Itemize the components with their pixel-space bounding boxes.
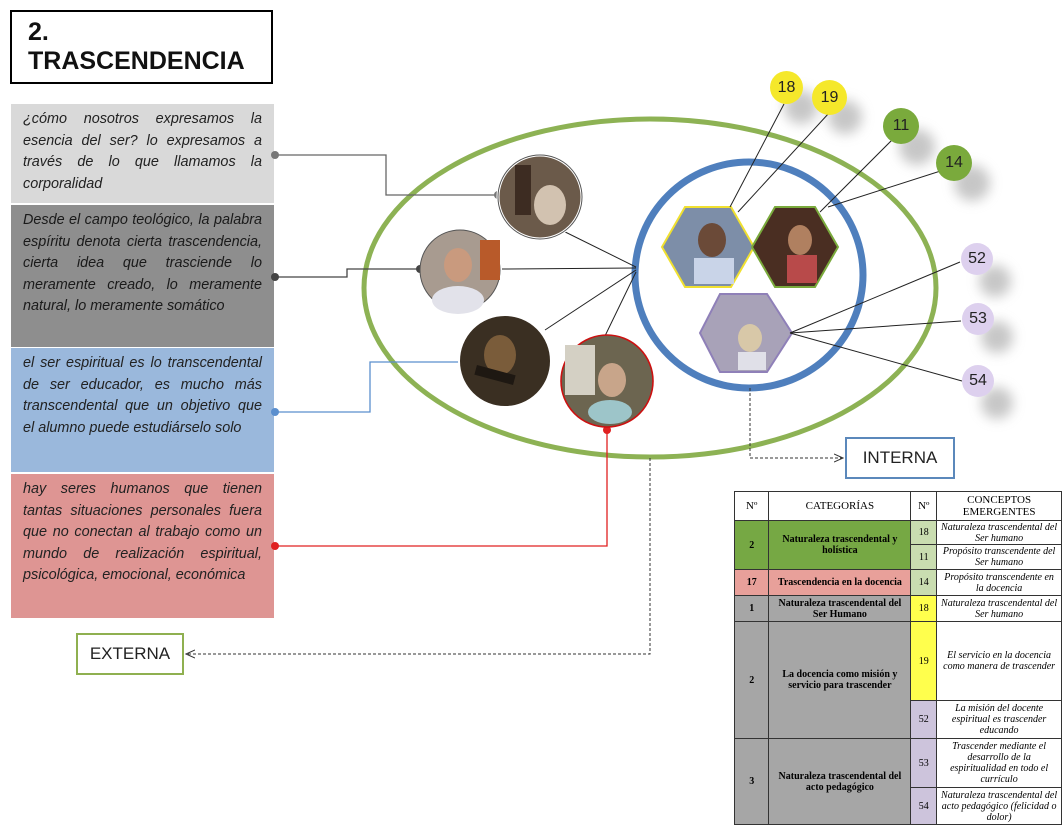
header-num-2: Nº xyxy=(910,491,938,521)
connector-quote-2 xyxy=(275,268,420,278)
quote-seres-humanos: hay seres humanos que tienen tantas situ… xyxy=(11,474,274,618)
quote-corporalidad: ¿cómo nosotros expresamos la esencia del… xyxy=(11,104,274,203)
table-row: 3 Naturaleza trascendental del acto peda… xyxy=(733,738,1062,825)
header-conceptos: CONCEPTOS EMERGENTES xyxy=(936,491,1062,521)
concept-text: Propósito transcendente en la docencia xyxy=(936,569,1062,596)
concept-number: 18 xyxy=(910,520,938,545)
concept-number: 53 xyxy=(910,738,938,788)
concept-number: 52 xyxy=(910,700,938,739)
outer-ellipse xyxy=(361,116,939,460)
header-categorias: CATEGORÍAS xyxy=(768,491,912,521)
concept-number: 18 xyxy=(910,595,938,622)
badge-lines xyxy=(729,103,963,382)
badge-53: 53 xyxy=(962,303,994,335)
category-name: Naturaleza trascendental del acto pedagó… xyxy=(768,738,912,825)
page-title: 2. TRASCENDENCIA xyxy=(10,10,273,84)
concept-number: 11 xyxy=(910,544,938,570)
table-header-row: Nº CATEGORÍAS Nº CONCEPTOS EMERGENTES xyxy=(733,491,1062,521)
concept-text: Naturaleza trascendental del acto pedagó… xyxy=(936,787,1062,825)
row-number: 1 xyxy=(733,595,770,622)
row-number: 17 xyxy=(733,569,770,596)
badge-11: 11 xyxy=(883,108,919,144)
connector-quote-3 xyxy=(275,361,463,413)
row-number: 3 xyxy=(733,738,770,825)
concept-text: Naturaleza trascendental del Ser humano xyxy=(936,595,1062,622)
header-num: Nº xyxy=(733,491,770,521)
categories-table: Nº CATEGORÍAS Nº CONCEPTOS EMERGENTES 2 … xyxy=(733,491,1062,825)
table-row: 11 Propósito transcendente del Ser human… xyxy=(735,544,1062,570)
dashed-arrows xyxy=(186,388,843,654)
quote-ser-espiritual: el ser espiritual es lo transcendental d… xyxy=(11,348,274,472)
category-name: Trascendencia en la docencia xyxy=(768,569,912,596)
category-name: La docencia como misión y servicio para … xyxy=(768,621,912,739)
externa-label: EXTERNA xyxy=(76,633,184,675)
badge-52: 52 xyxy=(961,243,993,275)
concept-number: 19 xyxy=(910,621,938,701)
connector-quote-1 xyxy=(275,154,498,196)
concept-text: Propósito transcendente del Ser humano xyxy=(936,544,1062,570)
table-row: 17 Trascendencia en la docencia 14 Propó… xyxy=(733,569,1062,596)
concept-number: 54 xyxy=(910,787,938,825)
category-name: Naturaleza trascendental y holística xyxy=(768,520,912,570)
table-row: 52 La misión del docente espiritual es t… xyxy=(735,700,1062,739)
interna-label: INTERNA xyxy=(845,437,955,479)
concept-text: El servicio en la docencia como manera d… xyxy=(936,621,1062,701)
arrow-to-externa xyxy=(186,458,651,654)
table-row: 54 Naturaleza trascendental del acto ped… xyxy=(735,787,1062,825)
category-name: Naturaleza trascendental del Ser Humano xyxy=(768,595,912,622)
row-number: 2 xyxy=(733,520,770,570)
table-row: 2 La docencia como misión y servicio par… xyxy=(733,621,1062,739)
badge-54: 54 xyxy=(962,365,994,397)
photo-circles xyxy=(419,153,654,428)
concept-text: La misión del docente espiritual es tras… xyxy=(936,700,1062,739)
arrow-to-interna xyxy=(749,388,843,458)
concept-text: Naturaleza trascendental del Ser humano xyxy=(936,520,1062,545)
hexagons xyxy=(660,206,840,373)
table-row: 2 Naturaleza trascendental y holística 1… xyxy=(733,520,1062,570)
row-number: 2 xyxy=(733,621,770,739)
table-row: 1 Naturaleza trascendental del Ser Human… xyxy=(733,595,1062,622)
concept-number: 14 xyxy=(910,569,938,596)
quote-teologico: Desde el campo teológico, la palabra esp… xyxy=(11,205,274,347)
badge-14: 14 xyxy=(936,145,972,181)
connector-quote-4 xyxy=(275,430,608,547)
badge-19: 19 xyxy=(812,80,847,115)
concept-text: Trascender mediante el desarrollo de la … xyxy=(936,738,1062,788)
badge-18: 18 xyxy=(770,71,803,104)
